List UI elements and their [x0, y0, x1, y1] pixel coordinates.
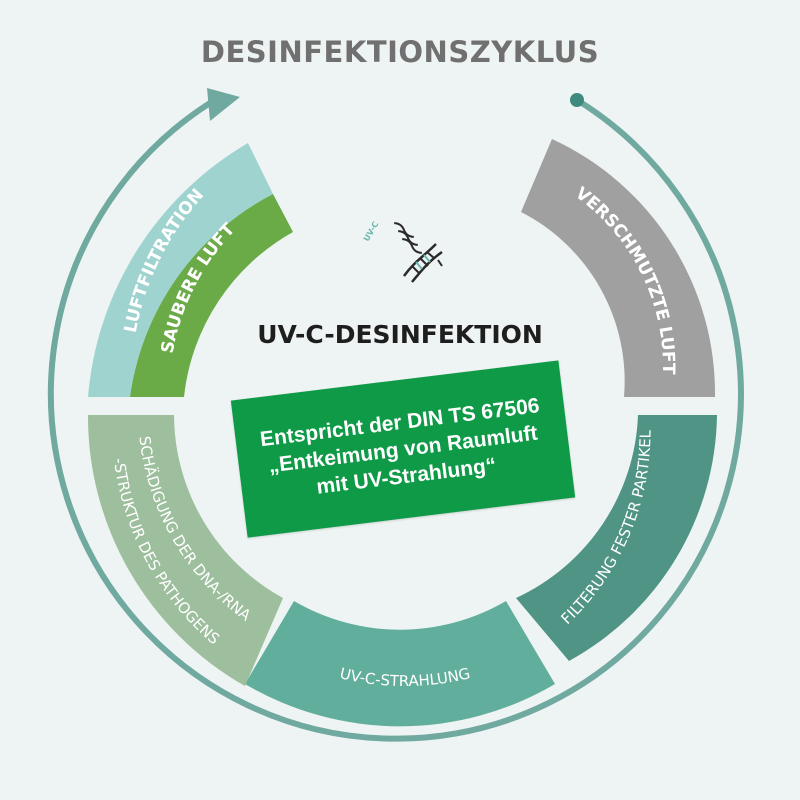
cycle-arrow-outer	[47, 97, 744, 742]
segment-uv-c-strahlung	[245, 601, 555, 727]
cycle-arrow-left	[210, 102, 580, 156]
segment-luftfiltration	[88, 143, 273, 397]
center-title: UV-C-DESINFEKTION	[257, 320, 543, 349]
segment-saubere-luft	[130, 194, 293, 397]
segment-filterung-fester-partikel	[516, 415, 717, 661]
cycle-arrow-head	[207, 88, 240, 121]
dna-uv-icon: UV-C	[362, 220, 443, 283]
segment-schaedigung	[87, 415, 283, 686]
cycle-arrow-start-dot	[570, 93, 584, 107]
icon-uv-c-label: UV-C	[362, 220, 381, 243]
diagram-title: DESINFEKTIONSZYKLUS	[201, 35, 599, 69]
segment-verschmutzte-luft	[521, 139, 716, 397]
